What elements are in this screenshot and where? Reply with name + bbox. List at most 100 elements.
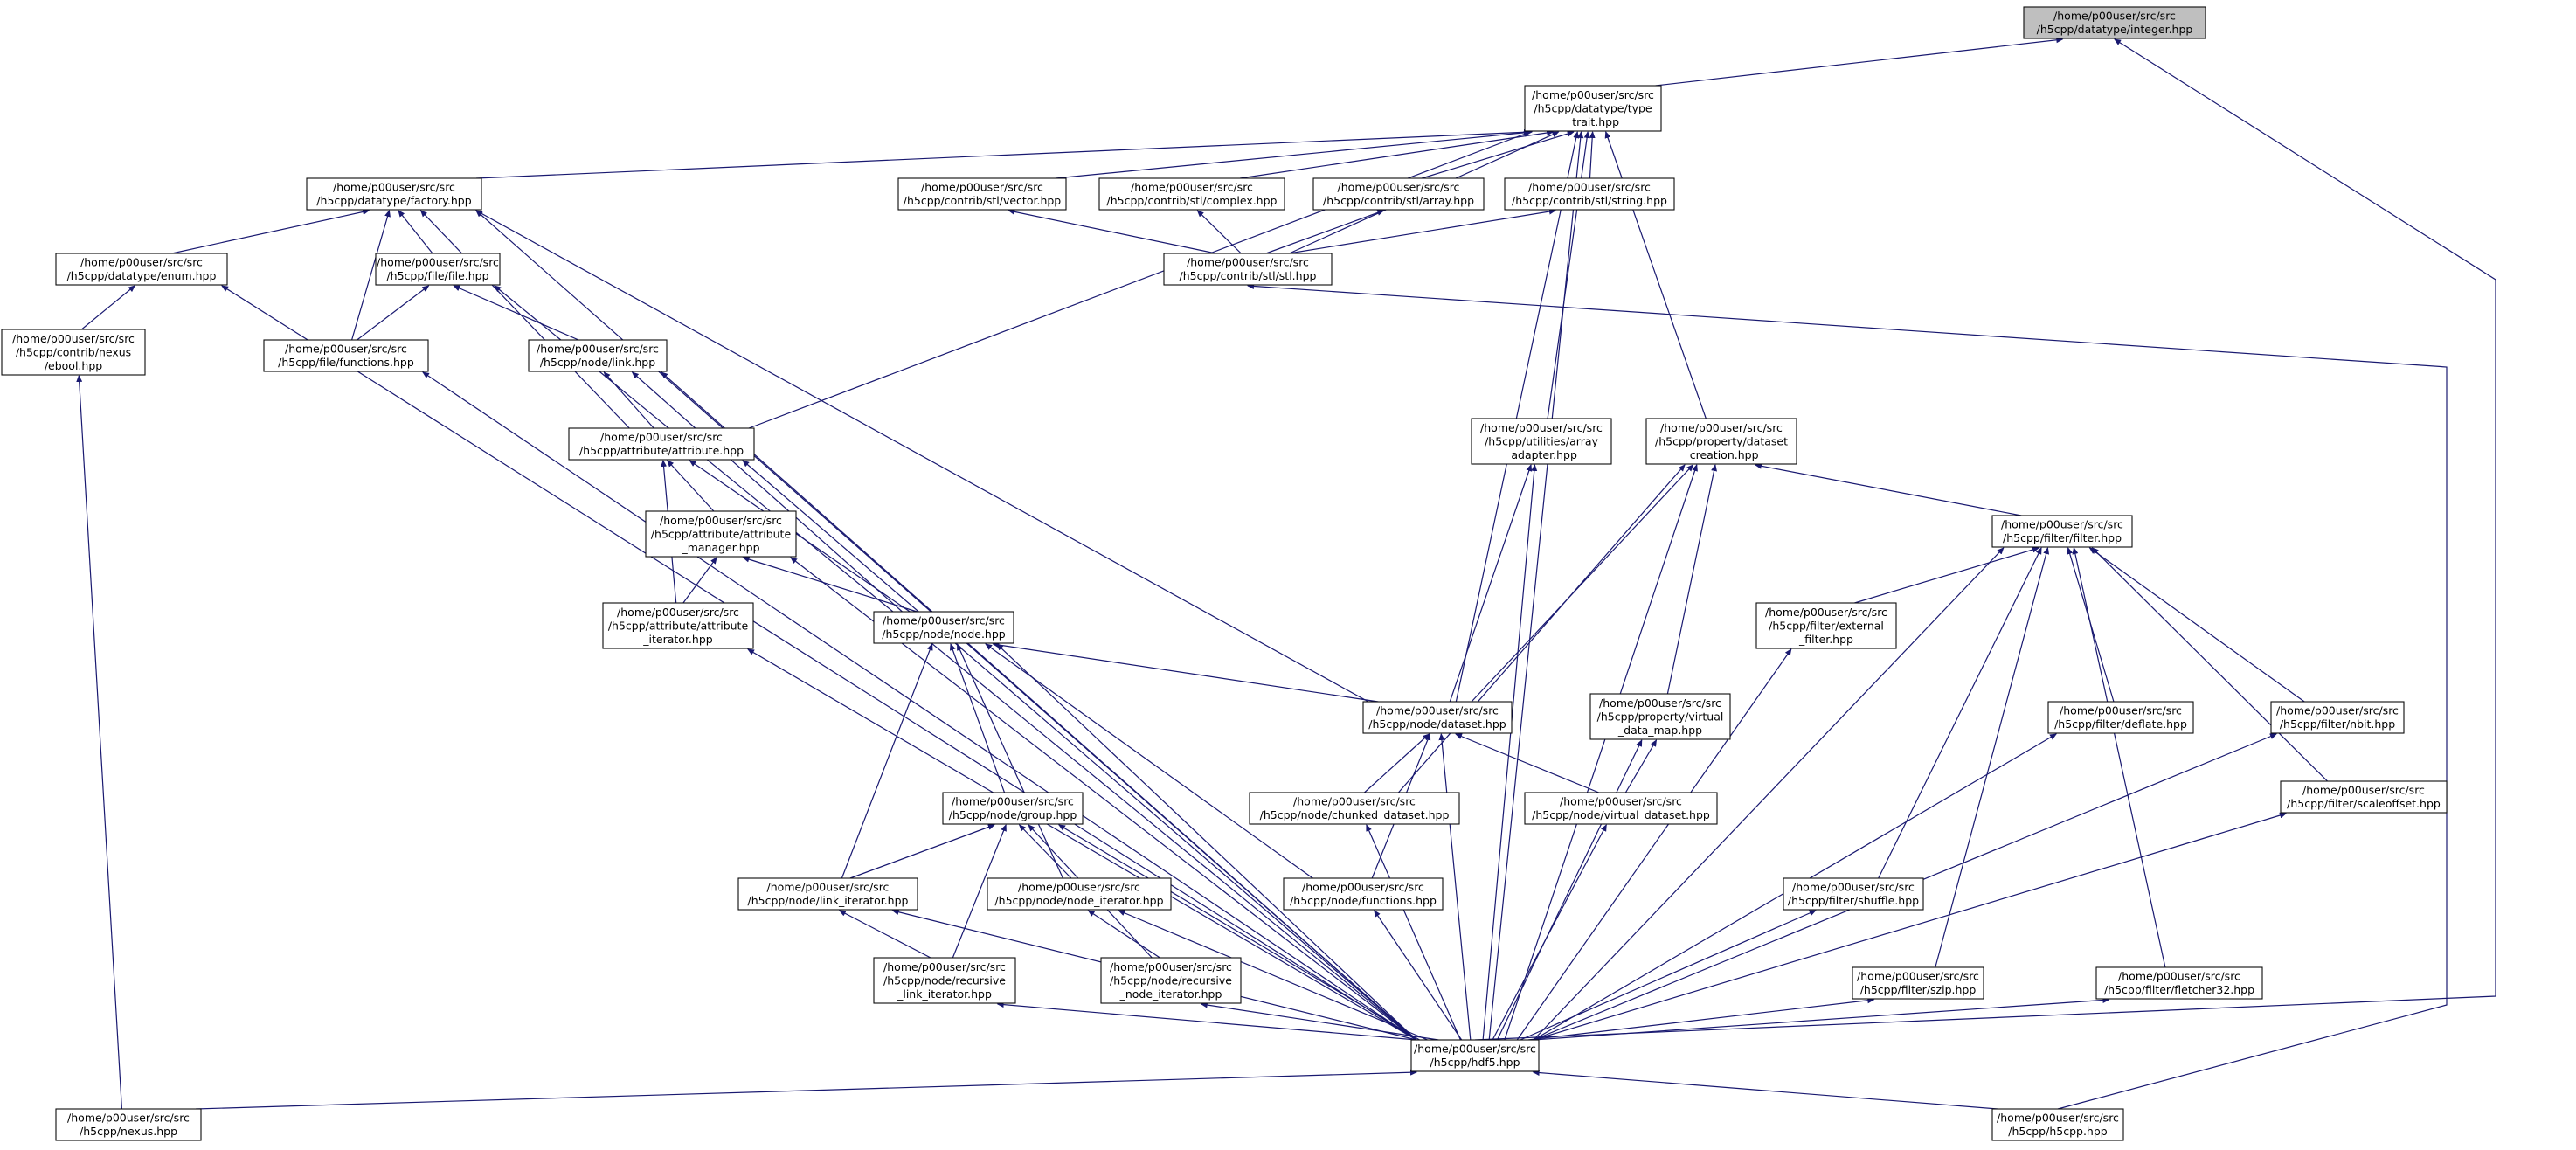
graph-node-dataset_creation[interactable]: /home/p00user/src/src/h5cpp/property/dat… xyxy=(1645,418,1797,465)
graph-edge-hdf5-to-link xyxy=(661,371,1417,1041)
graph-edge-type_trait-to-integer xyxy=(1655,37,2064,87)
graph-node-node[interactable]: /home/p00user/src/src/h5cpp/node/node.hp… xyxy=(873,611,1014,644)
graph-edge-nexus-to-ebool xyxy=(76,375,123,1110)
graph-node-scaleoffset[interactable]: /home/p00user/src/src/h5cpp/filter/scale… xyxy=(2280,780,2448,814)
graph-edge-chunked_dataset-to-dataset xyxy=(1363,733,1430,793)
graph-edge-stl_vector-to-type_trait xyxy=(1055,129,1534,179)
graph-node-label: /home/p00user/src/src/h5cpp/contrib/nexu… xyxy=(12,332,135,372)
graph-edge-file_functions-to-factory xyxy=(351,210,391,341)
graph-node-factory[interactable]: /home/p00user/src/src/h5cpp/datatype/fac… xyxy=(306,177,482,211)
graph-edge-dataset-to-dataset_creation xyxy=(1471,464,1694,703)
graph-node-label: /home/p00user/src/src/h5cpp/file/file.hp… xyxy=(377,256,499,283)
graph-node-label: /home/p00user/src/src/h5cpp/node/recursi… xyxy=(883,960,1006,1001)
graph-edge-hdf5-to-attribute xyxy=(742,460,1417,1041)
graph-node-link[interactable]: /home/p00user/src/src/h5cpp/node/link.hp… xyxy=(528,339,668,372)
graph-node-external_filter[interactable]: /home/p00user/src/src/h5cpp/filter/exter… xyxy=(1755,602,1897,649)
graph-node-box xyxy=(1471,418,1612,465)
graph-node-file[interactable]: /home/p00user/src/src/h5cpp/file/file.hp… xyxy=(375,253,501,286)
graph-node-virtual_dataset[interactable]: /home/p00user/src/src/h5cpp/node/virtual… xyxy=(1524,792,1718,825)
graph-edge-node_functions-to-node xyxy=(985,643,1313,879)
graph-node-box xyxy=(873,611,1014,644)
graph-edge-node_iterator-to-node xyxy=(956,643,1063,879)
graph-node-attribute_iterator[interactable]: /home/p00user/src/src/h5cpp/attribute/at… xyxy=(602,602,754,649)
graph-node-label: /home/p00user/src/src/h5cpp/contrib/stl/… xyxy=(1512,181,1667,208)
graph-node-enum[interactable]: /home/p00user/src/src/h5cpp/datatype/enu… xyxy=(55,253,228,286)
graph-edge-hdf5-to-virtual_data_map xyxy=(1496,739,1643,1041)
graph-node-nbit[interactable]: /home/p00user/src/src/h5cpp/filter/nbit.… xyxy=(2270,701,2405,734)
graph-node-label: /home/p00user/src/src/h5cpp/file/functio… xyxy=(278,343,414,370)
graph-edge-node-to-attribute xyxy=(689,460,911,613)
graph-edge-nbit-to-filter xyxy=(2088,547,2305,703)
graph-edge-hdf5-to-attribute_iterator xyxy=(747,648,1417,1041)
graph-node-virtual_data_map[interactable]: /home/p00user/src/src/h5cpp/property/vir… xyxy=(1589,693,1731,740)
graph-edge-h5cpp-to-stl xyxy=(1247,282,2448,1110)
graph-node-deflate[interactable]: /home/p00user/src/src/h5cpp/filter/defla… xyxy=(2047,701,2194,734)
graph-node-node_iterator[interactable]: /home/p00user/src/src/h5cpp/node/node_it… xyxy=(987,877,1172,911)
graph-edge-link_iterator-to-node xyxy=(841,643,933,879)
graph-node-type_trait[interactable]: /home/p00user/src/src/h5cpp/datatype/typ… xyxy=(1524,85,1662,132)
graph-node-box xyxy=(2270,701,2405,734)
graph-edge-node-to-link xyxy=(631,371,903,613)
graph-node-label: /home/p00user/src/src/h5cpp/node/link_it… xyxy=(748,881,909,908)
graph-node-recursive_node_iterator[interactable]: /home/p00user/src/src/h5cpp/node/recursi… xyxy=(1100,957,1242,1004)
graph-node-ebool[interactable]: /home/p00user/src/src/h5cpp/contrib/nexu… xyxy=(1,329,146,376)
graph-edge-attribute-to-link xyxy=(603,371,654,429)
graph-edge-file-to-factory xyxy=(398,210,433,254)
graph-node-shuffle[interactable]: /home/p00user/src/src/h5cpp/filter/shuff… xyxy=(1783,877,1924,911)
graph-node-file_functions[interactable]: /home/p00user/src/src/h5cpp/file/functio… xyxy=(263,339,429,372)
graph-edge-filter-to-dataset_creation xyxy=(1755,462,2022,516)
graph-node-label: /home/p00user/src/src/h5cpp/property/dat… xyxy=(1655,421,1788,461)
graph-edge-hdf5-to-file xyxy=(494,285,1417,1041)
graph-edge-hdf5-to-node_functions xyxy=(1374,910,1463,1041)
graph-node-stl[interactable]: /home/p00user/src/src/h5cpp/contrib/stl/… xyxy=(1163,253,1333,286)
graph-node-box xyxy=(1524,792,1718,825)
graph-node-chunked_dataset[interactable]: /home/p00user/src/src/h5cpp/node/chunked… xyxy=(1249,792,1460,825)
graph-node-label: /home/p00user/src/src/h5cpp/nexus.hpp xyxy=(67,1112,190,1139)
graph-node-box-root xyxy=(2023,6,2206,39)
graph-edge-node-to-attribute_manager xyxy=(742,556,918,613)
graph-node-label: /home/p00user/src/src/h5cpp/property/vir… xyxy=(1597,696,1724,737)
graph-node-stl_string[interactable]: /home/p00user/src/src/h5cpp/contrib/stl/… xyxy=(1504,177,1675,211)
graph-node-integer[interactable]: /home/p00user/src/src/h5cpp/datatype/int… xyxy=(2023,6,2206,39)
graph-node-h5cpp[interactable]: /home/p00user/src/src/h5cpp/h5cpp.hpp xyxy=(1991,1108,2124,1141)
graph-node-group[interactable]: /home/p00user/src/src/h5cpp/node/group.h… xyxy=(942,792,1084,825)
graph-node-link_iterator[interactable]: /home/p00user/src/src/h5cpp/node/link_it… xyxy=(737,877,918,911)
graph-node-label: /home/p00user/src/src/h5cpp/node/chunked… xyxy=(1260,795,1450,822)
graph-node-box xyxy=(602,602,754,649)
graph-node-szip[interactable]: /home/p00user/src/src/h5cpp/filter/szip.… xyxy=(1852,966,1984,1000)
graph-edge-h5cpp-to-hdf5 xyxy=(1532,1070,1998,1110)
graph-node-label: /home/p00user/src/src/h5cpp/contrib/stl/… xyxy=(904,181,1062,208)
graph-node-dataset[interactable]: /home/p00user/src/src/h5cpp/node/dataset… xyxy=(1362,701,1513,734)
graph-node-stl_complex[interactable]: /home/p00user/src/src/h5cpp/contrib/stl/… xyxy=(1098,177,1285,211)
graph-edge-stl-to-stl_complex xyxy=(1196,210,1242,254)
graph-edge-attribute_manager-to-attribute xyxy=(667,460,715,512)
graph-node-node_functions[interactable]: /home/p00user/src/src/h5cpp/node/functio… xyxy=(1283,877,1444,911)
graph-node-fletcher32[interactable]: /home/p00user/src/src/h5cpp/filter/fletc… xyxy=(2095,966,2263,1000)
graph-edge-ebool-to-enum xyxy=(80,285,135,330)
graph-node-hdf5[interactable]: /home/p00user/src/src/h5cpp/hdf5.hpp xyxy=(1410,1039,1540,1072)
graph-node-label: /home/p00user/src/src/h5cpp/filter/exter… xyxy=(1765,606,1887,646)
graph-edge-hdf5-to-integer xyxy=(1474,38,2496,1041)
graph-node-box xyxy=(1991,515,2133,548)
graph-node-label: /home/p00user/src/src/h5cpp/node/functio… xyxy=(1290,881,1437,908)
graph-node-attribute[interactable]: /home/p00user/src/src/h5cpp/attribute/at… xyxy=(568,427,755,461)
graph-edge-dataset-to-array_adapter xyxy=(1449,464,1533,703)
graph-node-stl_vector[interactable]: /home/p00user/src/src/h5cpp/contrib/stl/… xyxy=(897,177,1067,211)
graph-node-label: /home/p00user/src/src/h5cpp/attribute/at… xyxy=(579,431,744,458)
graph-node-box xyxy=(1362,701,1513,734)
graph-edge-nexus-to-hdf5 xyxy=(195,1069,1417,1110)
graph-node-filter[interactable]: /home/p00user/src/src/h5cpp/filter/filte… xyxy=(1991,515,2133,548)
graph-node-box xyxy=(528,339,668,372)
graph-node-attribute_manager[interactable]: /home/p00user/src/src/h5cpp/attribute/at… xyxy=(645,510,797,558)
graph-node-box xyxy=(55,1108,202,1141)
graph-edge-hdf5-to-type_trait xyxy=(1488,131,1584,1041)
graph-edge-stl_string-to-type_trait xyxy=(1589,131,1596,179)
graph-node-array_adapter[interactable]: /home/p00user/src/src/h5cpp/utilities/ar… xyxy=(1471,418,1612,465)
graph-node-box xyxy=(1312,177,1485,211)
graph-edge-file_functions-to-file xyxy=(357,285,430,341)
graph-edge-stl-to-stl_vector xyxy=(1008,208,1216,254)
graph-node-nexus[interactable]: /home/p00user/src/src/h5cpp/nexus.hpp xyxy=(55,1108,202,1141)
graph-node-recursive_link_iterator[interactable]: /home/p00user/src/src/h5cpp/node/recursi… xyxy=(873,957,1016,1004)
graph-node-stl_array[interactable]: /home/p00user/src/src/h5cpp/contrib/stl/… xyxy=(1312,177,1485,211)
graph-edge-hdf5-to-enum xyxy=(221,285,1417,1041)
